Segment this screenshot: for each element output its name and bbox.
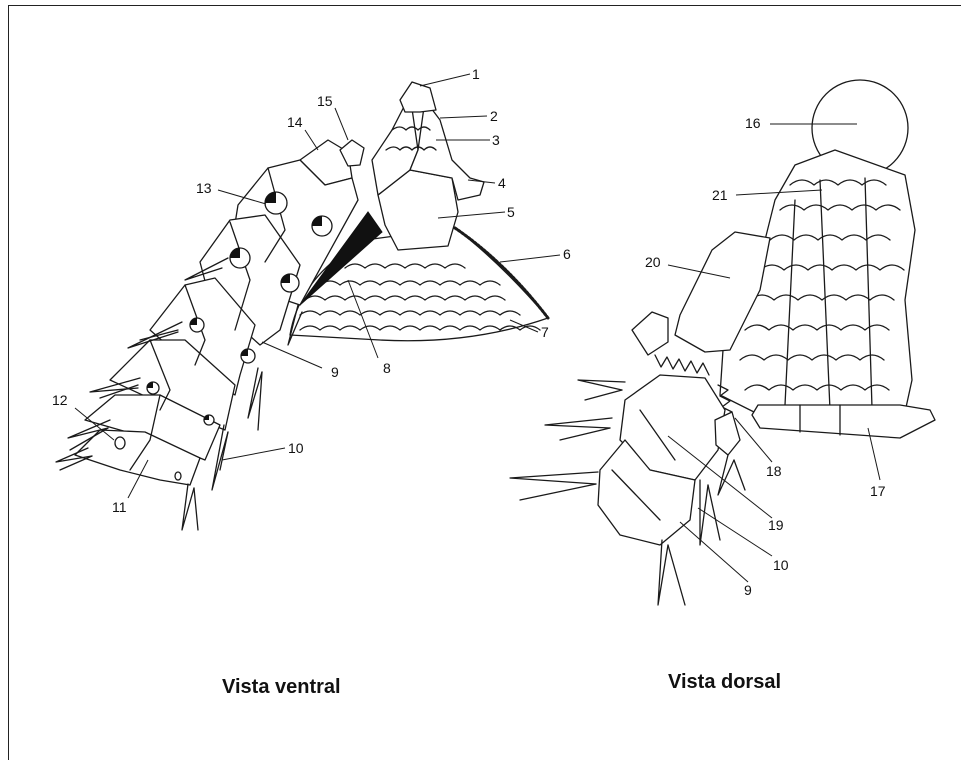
label-10-ventral: 10 [288, 440, 304, 456]
label-20: 20 [645, 254, 661, 270]
caption-ventral-view: Vista ventral [222, 676, 341, 698]
label-19: 19 [768, 517, 784, 533]
ventral-view-figure [56, 82, 548, 530]
labrum [400, 82, 436, 112]
label-12: 12 [52, 392, 68, 408]
label-13: 13 [196, 180, 212, 196]
label-16: 16 [745, 115, 761, 131]
label-10-dorsal: 10 [773, 557, 789, 573]
label-15: 15 [317, 93, 333, 109]
label-6: 6 [563, 246, 571, 262]
dorsal-view-figure [510, 80, 935, 605]
label-5: 5 [507, 204, 515, 220]
label-9-ventral: 9 [331, 364, 339, 380]
label-11: 11 [112, 499, 127, 515]
caption-dorsal-view: Vista dorsal [668, 671, 781, 693]
label-8: 8 [383, 360, 391, 376]
label-1: 1 [472, 66, 480, 82]
label-9-dorsal: 9 [744, 582, 752, 598]
label-21: 21 [712, 187, 728, 203]
dorsal-lobe [632, 312, 668, 355]
label-7: 7 [541, 324, 549, 340]
label-2: 2 [490, 108, 498, 124]
label-3: 3 [492, 132, 500, 148]
label-17: 17 [870, 483, 886, 499]
label-4: 4 [498, 175, 506, 191]
label-18: 18 [766, 463, 782, 479]
tail-plate-17 [752, 405, 935, 438]
serrated-band-upper [655, 355, 709, 375]
label-14: 14 [287, 114, 303, 130]
